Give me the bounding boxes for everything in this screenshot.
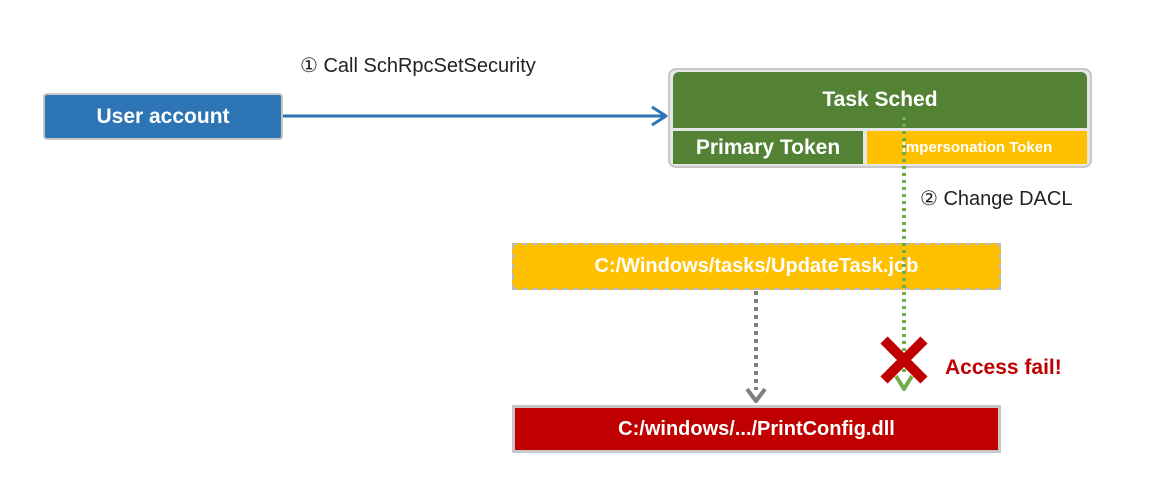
call-edge-label: ① Call SchRpcSetSecurity [300, 55, 536, 77]
user-account-label: User account [96, 104, 230, 128]
primary-token-label: Primary Token [695, 135, 841, 159]
impersonation-token-label: Impersonation Token [901, 139, 1053, 156]
dll-file-box: C:/windows/.../PrintConfig.dll [512, 405, 1001, 453]
task-sched-header: Task Sched [673, 72, 1087, 128]
task-sched-box: Task Sched Primary Token Impersonation T… [668, 68, 1092, 168]
task-sched-label: Task Sched [822, 88, 938, 111]
access-fail-x-icon [880, 336, 928, 384]
call-arrow [283, 105, 668, 127]
dll-file-label: C:/windows/.../PrintConfig.dll [618, 417, 895, 440]
primary-token-box: Primary Token [673, 131, 863, 164]
change-dacl-edge-label: ② Change DACL [920, 188, 1073, 210]
user-account-box: User account [43, 93, 283, 140]
access-fail-label: Access fail! [945, 356, 1062, 379]
impersonation-token-box: Impersonation Token [867, 131, 1087, 164]
job-to-dll-arrow [745, 291, 767, 403]
job-file-label: C:/Windows/tasks/UpdateTask.job [594, 255, 919, 277]
job-file-box: C:/Windows/tasks/UpdateTask.job [512, 243, 1001, 290]
